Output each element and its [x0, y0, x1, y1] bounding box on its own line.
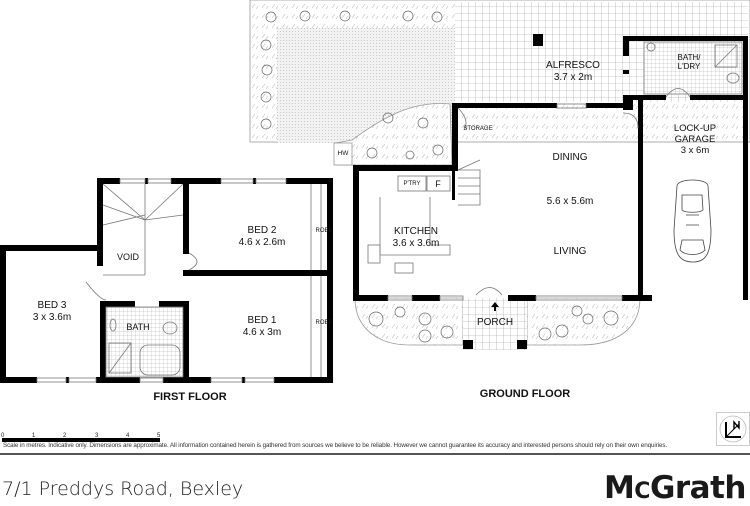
room-robe-lower: ROBE — [315, 320, 333, 326]
brand-logo: MCGrath — [603, 470, 747, 506]
first-floor-walls — [0, 178, 333, 383]
room-dining-living-dims: 5.6 x 5.6m — [546, 196, 594, 207]
room-dining: DINING — [552, 152, 588, 163]
hot-water-unit: HW — [337, 150, 349, 157]
room-dims: 4.6 x 3m — [242, 326, 282, 338]
property-address: 7/1 Preddys Road, Bexley — [2, 478, 244, 500]
scale-bar-line — [2, 438, 160, 442]
room-dims: 3 x 6m — [680, 144, 710, 156]
room-name: LOCK-UP — [673, 123, 717, 134]
scale-tick: 3 — [95, 433, 99, 439]
front-garden — [354, 297, 641, 350]
ground-floor-fixtures — [367, 41, 743, 301]
room-alfresco: ALFRESCO 3.7 x 2m — [533, 60, 613, 83]
room-name: BED 2 — [247, 225, 277, 236]
north-compass-icon — [716, 412, 750, 446]
room-bath: BATH — [126, 322, 150, 332]
first-floor-fixtures — [36, 178, 322, 383]
room-garage: LOCK-UP GARAGE 3 x 6m — [655, 123, 735, 157]
ground-floor-title: GROUND FLOOR — [479, 388, 571, 400]
footer-divider — [0, 453, 750, 455]
room-name: KITCHEN — [394, 226, 438, 237]
room-robe-upper: ROBE — [315, 228, 333, 234]
scale-tick: 4 — [126, 433, 130, 439]
room-bed2: BED 2 4.6 x 2.6m — [222, 225, 302, 248]
car-icon — [673, 179, 712, 263]
ground-floor-walls — [353, 36, 748, 301]
room-dims: 3 x 3.6m — [32, 311, 72, 323]
room-name: BED 3 — [37, 300, 67, 311]
scale-tick: 5 — [157, 433, 161, 439]
scale-tick: 2 — [63, 433, 67, 439]
brand-grath: Grath — [649, 470, 747, 506]
disclaimer-text: Scale in metres. Indicative only. Dimens… — [3, 442, 668, 449]
room-name: BED 1 — [247, 315, 277, 326]
brand-c: C — [634, 479, 650, 504]
room-living: LIVING — [553, 246, 587, 257]
room-name-line2: GARAGE — [674, 133, 716, 145]
room-kitchen: KITCHEN 3.6 x 3.6m — [376, 226, 456, 249]
room-bed3: BED 3 3 x 3.6m — [12, 300, 92, 323]
first-floor-title: FIRST FLOOR — [153, 391, 227, 403]
brand-m: M — [603, 470, 635, 506]
room-porch: PORCH — [476, 317, 514, 328]
scale-tick: 0 — [1, 433, 5, 439]
floor-plan-drawing — [0, 0, 750, 383]
room-pantry: P'TRY — [403, 181, 421, 187]
scale-tick: 1 — [32, 433, 36, 439]
room-fridge: F — [435, 179, 441, 189]
room-dims: 4.6 x 2.6m — [238, 236, 286, 248]
room-storage: STORAGE — [463, 126, 493, 132]
room-name: ALFRESCO — [546, 60, 600, 71]
room-bath-laundry: BATH/ L'DRY — [664, 53, 714, 71]
room-bed1: BED 1 4.6 x 3m — [222, 315, 302, 338]
room-dims: 3.6 x 3.6m — [392, 237, 440, 249]
room-name: BATH/ — [677, 53, 701, 62]
room-void: VOID — [116, 252, 139, 262]
room-name-line2: L'DRY — [677, 62, 701, 72]
room-dims: 3.7 x 2m — [553, 71, 593, 83]
